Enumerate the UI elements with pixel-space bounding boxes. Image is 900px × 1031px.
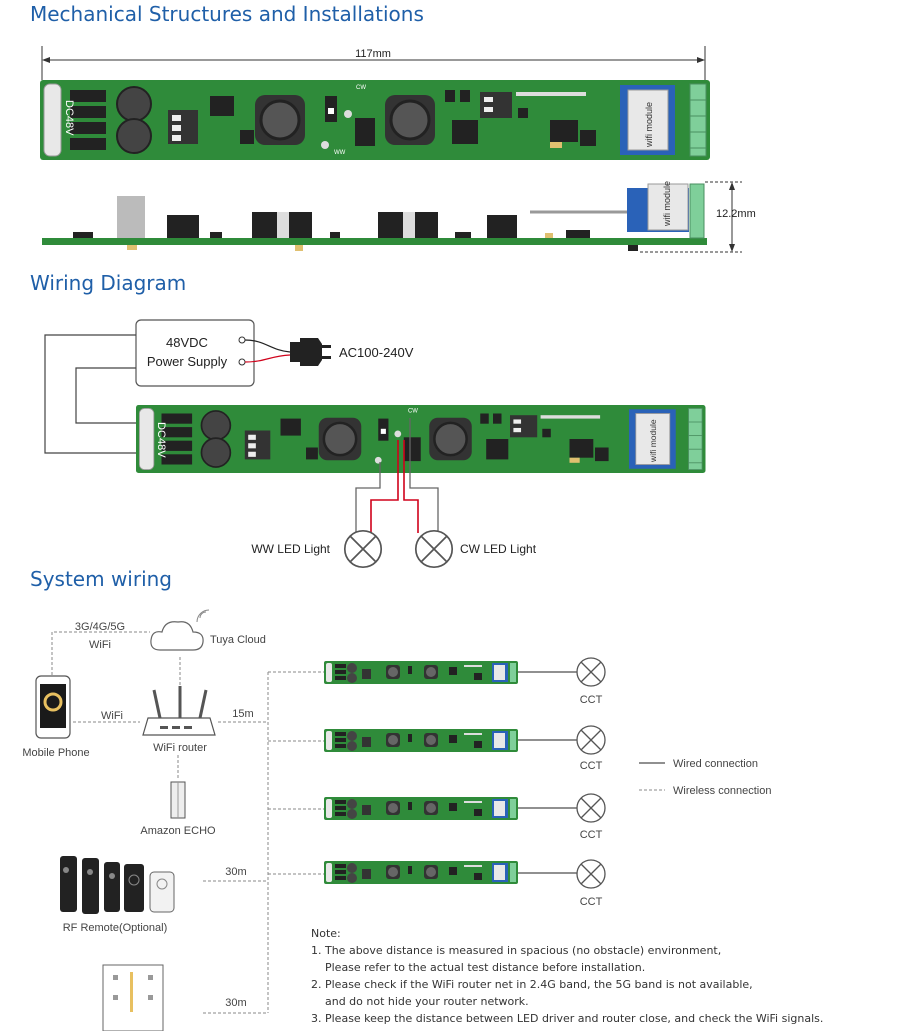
height-label: 12.2mm	[716, 208, 756, 220]
panel-range-label: 30m	[225, 997, 246, 1009]
router-range-label: 15m	[232, 708, 253, 720]
dimension-height: 12.2mm	[640, 181, 756, 253]
led-output-wires	[355, 418, 439, 535]
echo-icon: Amazon ECHO	[140, 781, 216, 837]
router-icon: WiFi router	[142, 686, 216, 778]
phone-label: Mobile Phone	[22, 747, 89, 759]
cw-led-label: CW LED Light	[460, 542, 537, 556]
echo-label: Amazon ECHO	[140, 825, 216, 837]
ww-pad-label: WW	[334, 150, 346, 156]
legend: Wired connection Wireless connection	[639, 758, 771, 797]
rf-remotes: RF Remote(Optional)	[60, 856, 175, 934]
board-voltage-label-wiring: DC48V	[155, 422, 167, 458]
cw-pad-label-wiring: CW	[408, 409, 418, 415]
cct-label-1: CCT	[580, 694, 603, 706]
wifi-module-side-label: wifi module	[662, 181, 672, 227]
board-voltage-label: DC48V	[63, 100, 75, 136]
router-label: WiFi router	[153, 742, 207, 754]
length-label: 117mm	[355, 48, 391, 60]
cloud-icon: Tuya Cloud	[150, 609, 266, 651]
dc-input-wires	[44, 334, 140, 454]
note-line-5: 3. Please keep the distance between LED …	[311, 1012, 824, 1025]
phone-router-link: WiFi	[73, 710, 140, 723]
wireless-trunk: 15m 30m 30m	[203, 671, 326, 1014]
driver-3	[324, 797, 518, 820]
wifi-link-label: WiFi	[101, 710, 123, 722]
cct-label-2: CCT	[580, 760, 603, 772]
driver-1	[324, 661, 518, 684]
cw-pad-label: CW	[356, 85, 366, 91]
ac-plug: AC100-240V	[244, 338, 414, 366]
wifi-cloud-label: WiFi	[89, 639, 111, 651]
driver-board-top-view: DC48V wifi module CW WW	[38, 78, 712, 162]
cct-lamp-1	[576, 657, 606, 687]
cloud-links: 3G/4G/5G WiFi	[51, 621, 181, 686]
cct-label-4: CCT	[580, 896, 603, 908]
ac-voltage-label: AC100-240V	[339, 345, 414, 360]
dimension-length: 117mm	[41, 46, 706, 80]
driver-board-side-view: wifi module	[42, 181, 707, 251]
cellular-label: 3G/4G/5G	[75, 621, 125, 633]
system-drivers	[324, 661, 577, 884]
wifi-module-label-wiring: wifi module	[648, 419, 658, 463]
driver-2	[324, 729, 518, 752]
ww-led-label: WW LED Light	[251, 542, 330, 556]
driver-board-wiring: DC48V wifi module CW	[134, 403, 707, 475]
tuya-cloud-label: Tuya Cloud	[210, 634, 266, 646]
cct-lamp-2	[576, 725, 606, 755]
notes-heading: Note:	[311, 927, 341, 940]
legend-wireless-label: Wireless connection	[673, 785, 771, 797]
remote-range-label: 30m	[225, 866, 246, 878]
psu-name-label: Power Supply	[147, 354, 228, 369]
note-line-1: 1. The above distance is measured in spa…	[311, 944, 722, 957]
wall-panel	[102, 964, 164, 1031]
section-title-wiring: Wiring Diagram	[30, 271, 187, 295]
note-line-2: Please refer to the actual test distance…	[311, 961, 646, 974]
wifi-module-label: wifi module	[644, 102, 654, 148]
cct-lamp-3	[576, 793, 606, 823]
legend-wired-label: Wired connection	[673, 758, 758, 770]
cct-lamp-4	[576, 859, 606, 889]
note-line-3: 2. Please check if the WiFi router net i…	[311, 978, 753, 991]
notes-block: Note: 1. The above distance is measured …	[311, 925, 823, 1027]
ww-led-light: WW LED Light	[251, 529, 383, 569]
psu-voltage-label: 48VDC	[166, 335, 208, 350]
note-line-4: and do not hide your router network.	[311, 995, 529, 1008]
section-title-mechanical: Mechanical Structures and Installations	[30, 2, 424, 26]
cct-lamps: CCT CCT CCT CCT	[576, 657, 606, 908]
phone-icon: Mobile Phone	[22, 675, 90, 759]
cct-label-3: CCT	[580, 829, 603, 841]
remote-label: RF Remote(Optional)	[63, 922, 168, 934]
section-title-system: System wiring	[30, 567, 173, 591]
cw-led-light: CW LED Light	[414, 529, 537, 569]
power-supply: 48VDC Power Supply	[135, 319, 255, 387]
driver-4	[324, 861, 518, 884]
